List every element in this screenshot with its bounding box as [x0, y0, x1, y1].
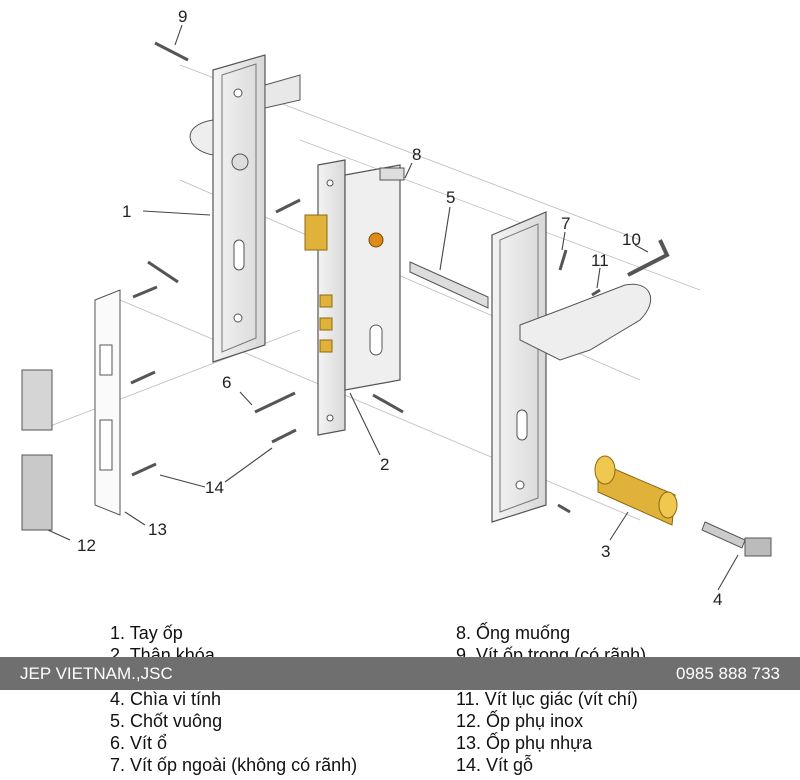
- callout-5: 5: [446, 188, 455, 207]
- key: [701, 521, 772, 557]
- legend-item: 5. Chốt vuông: [110, 711, 223, 731]
- legend-item: 7. Vít ốp ngoài (không có rãnh): [110, 755, 358, 775]
- callout-8: 8: [412, 145, 421, 164]
- company-name: JEP VIETNAM.,JSC: [20, 663, 173, 683]
- callout-12: 12: [77, 536, 96, 555]
- inner-handle: [189, 74, 301, 156]
- callout-4: 4: [713, 590, 722, 609]
- legend-item: 6. Vít ổ: [110, 733, 168, 753]
- legend-item: 4. Chìa vi tính: [110, 689, 222, 709]
- sleeve-tube: [379, 167, 405, 181]
- exploded-lock-diagram: 1 2 3 4 5 6 7 8 9 10 11 12 13 14 14: [21, 7, 772, 609]
- callout-14a: 14: [205, 478, 224, 497]
- company-banner: JEP VIETNAM.,JSC 0985 888 733: [0, 657, 800, 690]
- euro-cylinder: [594, 455, 678, 526]
- legend-item: 8. Ống muống: [456, 623, 571, 643]
- steel-strike-box: [21, 369, 53, 531]
- legend-item: 14. Vít gỗ: [456, 755, 534, 775]
- legend-left-column: 1. Tay ốp 2. Thân khóa 4. Chìa vi tính 5…: [110, 622, 357, 776]
- outer-escutcheon-plate: [491, 211, 547, 523]
- lock-body: [304, 159, 401, 436]
- screw-set: [130, 41, 601, 514]
- legend-item: 13. Ốp phụ nhựa: [456, 733, 593, 753]
- callout-1: 1: [122, 202, 131, 221]
- callout-9: 9: [178, 7, 187, 26]
- plastic-strike-plate: [94, 289, 121, 516]
- callout-3: 3: [601, 542, 610, 561]
- hex-wrench: [627, 239, 670, 277]
- callout-6: 6: [222, 373, 231, 392]
- callout-13: 13: [148, 520, 167, 539]
- parts-legend: 1. Tay ốp 2. Thân khóa 4. Chìa vi tính 5…: [0, 622, 800, 780]
- callout-11: 11: [591, 251, 609, 270]
- inner-escutcheon-plate: [212, 54, 266, 363]
- legend-right-column: 8. Ống muống 9. Vít ốp trong (có rãnh) 1…: [456, 622, 646, 776]
- legend-item: 11. Vít lục giác (vít chí): [456, 689, 638, 709]
- callout-10: 10: [622, 230, 641, 249]
- square-spindle: [409, 261, 489, 309]
- legend-item: 1. Tay ốp: [110, 623, 183, 643]
- legend-item: 12. Ốp phụ inox: [456, 711, 584, 731]
- callout-7: 7: [561, 214, 570, 233]
- callout-2: 2: [380, 455, 389, 474]
- phone-number[interactable]: 0985 888 733: [676, 663, 780, 683]
- outer-handle: [519, 283, 652, 361]
